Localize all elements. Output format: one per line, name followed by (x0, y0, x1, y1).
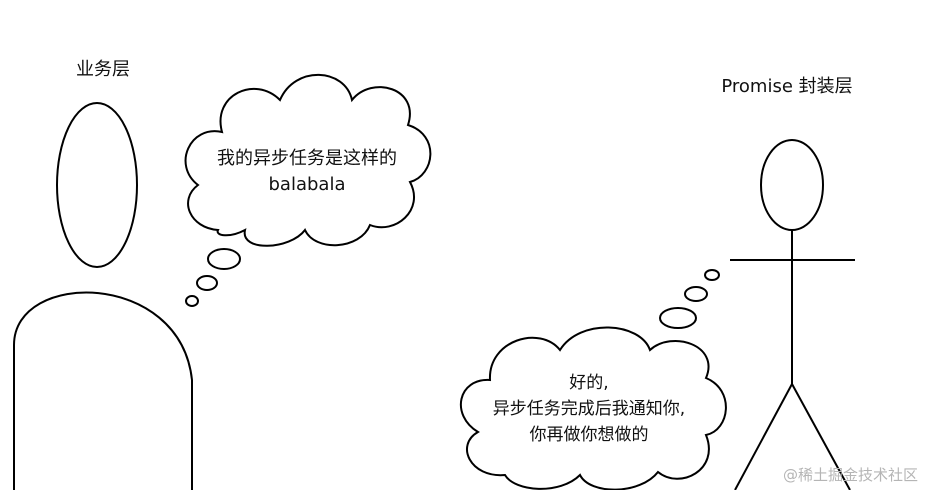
left-thought-bubble (184, 73, 432, 307)
left-bubble-dot-small (185, 295, 199, 307)
left-bubble-cloud (184, 73, 432, 247)
right-actor-right-leg (791, 383, 851, 491)
left-actor-body (13, 291, 193, 490)
right-bubble-dot-large (659, 307, 697, 329)
left-bubble-line-1: 我的异步任务是这样的 (217, 148, 397, 169)
watermark-text: @稀土掘金技术社区 (783, 466, 918, 484)
left-bubble-line-2: balabala (269, 174, 346, 195)
right-bubble-cloud (460, 326, 727, 491)
left-bubble-dot-medium (196, 275, 218, 291)
right-thought-bubble (460, 269, 727, 491)
right-bubble-line-2: 异步任务完成后我通知你, (493, 399, 685, 419)
right-bubble-dot-medium (684, 286, 708, 302)
right-bubble-line-3: 你再做你想做的 (530, 425, 649, 445)
right-bubble-line-1: 好的, (569, 373, 608, 393)
left-bubble-dot-large (207, 248, 241, 270)
right-actor-head (760, 139, 824, 231)
right-bubble-dot-small (704, 269, 720, 281)
right-actor-left-leg (734, 383, 793, 491)
left-actor (13, 102, 193, 490)
right-actor (730, 139, 855, 491)
right-actor-label: Promise 封装层 (721, 76, 852, 97)
left-actor-head (56, 102, 138, 268)
left-actor-label: 业务层 (76, 59, 130, 80)
